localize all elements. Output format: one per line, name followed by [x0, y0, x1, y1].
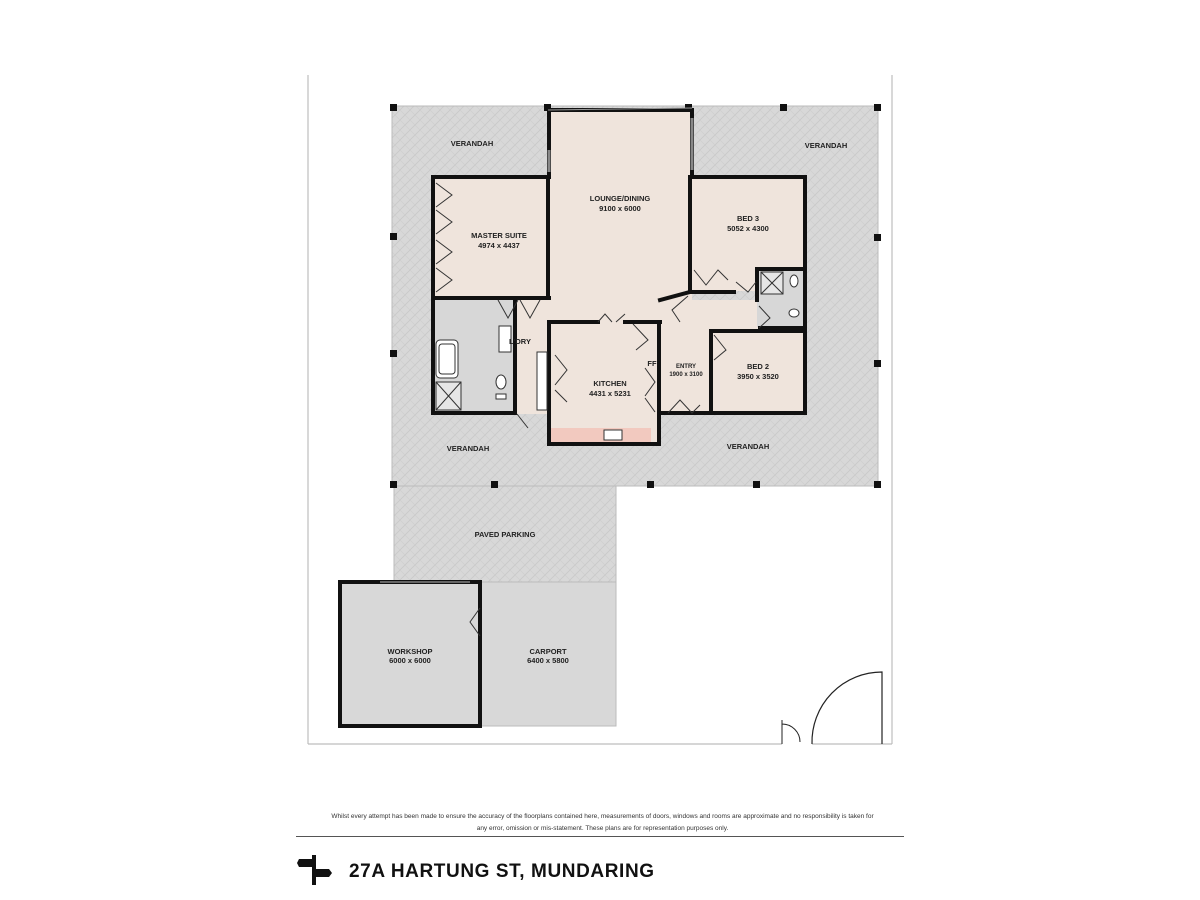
workshop-area: [338, 580, 482, 728]
room-fills: [433, 110, 804, 444]
bed3-name: BED 3: [737, 214, 759, 223]
property-address: 27A HARTUNG ST, MUNDARING: [349, 861, 655, 882]
laundry-name: L'DRY: [509, 337, 531, 346]
carport-area: [479, 581, 617, 727]
footer-divider: [296, 836, 904, 837]
kitchen-dims: 4431 x 5231: [589, 389, 631, 398]
workshop-name: WORKSHOP: [388, 647, 433, 656]
kitchen-fill: [549, 322, 659, 444]
entry-name: ENTRY: [676, 364, 696, 370]
disclaimer: Whilst every attempt has been made to en…: [300, 811, 905, 835]
gate-icon: [811, 671, 883, 745]
master-dims: 4974 x 4437: [478, 241, 520, 250]
lounge-dims: 9100 x 6000: [599, 204, 641, 213]
room-labels: VERANDAH VERANDAH VERANDAH VERANDAH LOUN…: [388, 139, 848, 665]
entry-dims: 1900 x 3100: [669, 372, 703, 378]
master-fill: [433, 177, 549, 297]
lounge-name: LOUNGE/DINING: [590, 194, 651, 203]
disclaimer-line-2: any error, omission or mis-statement. Th…: [476, 825, 729, 832]
disclaimer-line-1: Whilst every attempt has been made to en…: [331, 813, 874, 820]
carport-name: CARPORT: [529, 647, 567, 656]
ff-name: FF: [647, 359, 657, 368]
property-boundary: [307, 75, 893, 745]
lounge-fill: [549, 110, 692, 322]
parking-name: PAVED PARKING: [475, 530, 536, 539]
bed2-dims: 3950 x 3520: [737, 372, 779, 381]
verandah-label-br: VERANDAH: [727, 442, 770, 451]
fixtures: [435, 107, 800, 441]
signpost-icon: [297, 855, 332, 885]
verandah-label-tr: VERANDAH: [805, 141, 848, 150]
kitchen-name: KITCHEN: [593, 379, 626, 388]
carport-dims: 6400 x 5800: [527, 656, 569, 665]
verandah-label-tl: VERANDAH: [451, 139, 494, 148]
kitchen-bench: [551, 428, 651, 443]
workshop-dims: 6000 x 6000: [389, 656, 431, 665]
bed3-dims: 5052 x 4300: [727, 224, 769, 233]
bed2-name: BED 2: [747, 362, 769, 371]
master-name: MASTER SUITE: [471, 231, 527, 240]
verandah-posts: [390, 104, 881, 488]
verandah-label-bl: VERANDAH: [447, 444, 490, 453]
